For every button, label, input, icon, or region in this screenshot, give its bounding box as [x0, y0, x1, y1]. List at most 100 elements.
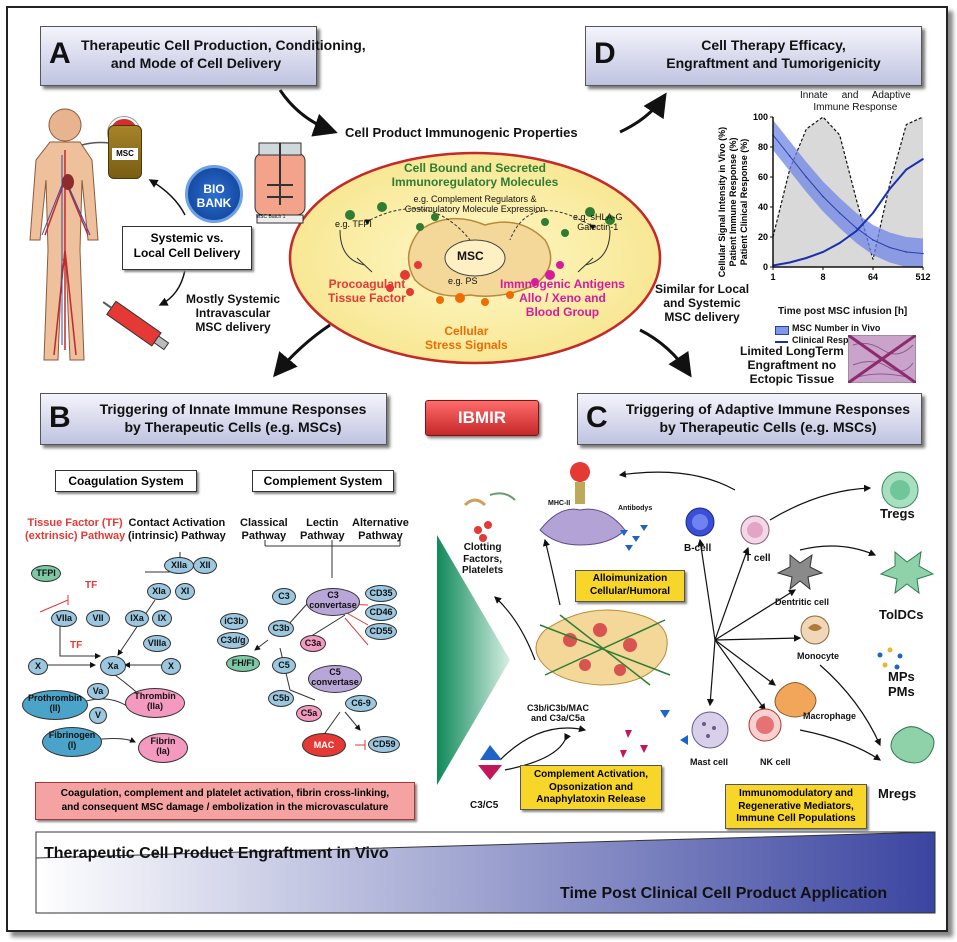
y-tick-label-80: 80: [758, 142, 768, 152]
tregs-label: Tregs: [880, 506, 915, 521]
ibmir-label: IBMIR: [425, 400, 539, 436]
tfpi-example: e.g. TFPI: [335, 219, 372, 229]
node-viia: VIIa: [51, 610, 77, 627]
clinical-response-point: [855, 230, 858, 232]
node-prothrombin: Prothrombin (II): [22, 690, 88, 720]
clinical-response-point: [788, 261, 791, 264]
panel-d-letter: D: [594, 37, 616, 70]
clinical-response-point: [905, 168, 908, 171]
systemic-delivery-text: Mostly Systemic Intravascular MSC delive…: [186, 292, 281, 334]
batch-label: MSC Batch 1: [256, 214, 286, 220]
panel-c-title: Triggering of Adaptive Immune Responses …: [625, 401, 911, 435]
y-tick-label-20: 20: [758, 232, 768, 242]
immune-response-area: [773, 117, 923, 267]
engraftment-text: Limited LongTerm Engraftment no Ectopic …: [740, 344, 844, 386]
stress-signals-label: Cellular Stress Signals: [425, 324, 508, 352]
immunomodulatory-box: Immunomodulatory and Regenerative Mediat…: [725, 784, 867, 829]
similar-delivery-text: Similar for Local and Systemic MSC deliv…: [655, 282, 750, 324]
node-mac: MAC: [302, 733, 346, 757]
clinical-response-line: [772, 158, 924, 267]
node-c3b: C3b: [268, 620, 294, 637]
procoagulant-label: Procoagulant Tissue Factor: [328, 277, 406, 305]
panel-d-header: D Cell Therapy Efficacy, Engraftment and…: [585, 26, 922, 86]
msc-number-point: [905, 251, 908, 253]
node-c3a: C3a: [300, 635, 326, 652]
complement-header: Complement System: [252, 470, 394, 492]
panel-b-title: Triggering of Innate Immune Responses by…: [99, 401, 367, 435]
tf-arrow-label-2: TF: [70, 640, 83, 651]
clinical-response-point: [805, 257, 808, 259]
tissue-image: [848, 335, 916, 383]
clinical-response-point: [888, 188, 891, 190]
tf-pathway-label: Tissue Factor (TF) (extrinsic) Pathway: [25, 517, 126, 542]
msc-number-point: [855, 227, 858, 229]
adaptive-cells-illustration: [463, 462, 935, 780]
node-ic3b: iC3b: [220, 613, 248, 630]
node-xa: Xa: [100, 656, 126, 676]
time-post-application-label: Time Post Clinical Cell Product Applicat…: [560, 885, 888, 902]
c3c5-label: C3/C5: [470, 800, 499, 811]
node-fhfi: FH/FI: [226, 655, 260, 672]
node-x-left: X: [28, 658, 48, 675]
mhc-label: MHC-II: [548, 500, 571, 507]
node-v: V: [89, 707, 107, 724]
msc-number-point: [888, 246, 891, 249]
clinical-response-point: [872, 212, 874, 214]
y-tick-label-0: 0: [763, 262, 768, 272]
syringe-illustration: [102, 300, 170, 351]
legend-swatch-response: [775, 341, 788, 343]
y-axis-label-3: Patient Clinical Response (%): [739, 139, 749, 266]
node-xi: XI: [175, 583, 195, 600]
human-body-illustration: [29, 108, 121, 361]
bound-molecules-sub: e.g. Complement Regulators & Costimulato…: [404, 194, 546, 215]
node-c5a: C5a: [296, 705, 322, 722]
panel-c-header: C Triggering of Adaptive Immune Response…: [577, 393, 922, 445]
bcell-label: B-cell: [684, 543, 712, 554]
x-tick-label-1: 1: [770, 272, 775, 282]
node-cd55: CD55: [365, 623, 397, 640]
msc-bag-label: MSC: [112, 148, 138, 160]
mregs-label: Mregs: [878, 786, 917, 801]
msc-number-point: [822, 195, 824, 198]
node-c6-9: C6-9: [345, 695, 377, 712]
delivery-mode-box: Systemic vs. Local Cell Delivery: [122, 226, 252, 270]
panel-c-letter: C: [586, 401, 608, 434]
clotting-factors-label: Clotting Factors, Platelets: [462, 542, 504, 576]
antigens-label: Immnogenic Antigens Allo / Xeno and Bloo…: [500, 277, 625, 319]
bound-molecules-title: Cell Bound and Secreted Immunoregulatory…: [391, 161, 559, 189]
legend-msc-number: MSC Number in Vivo: [792, 323, 881, 333]
classical-pathway-label: Classical Pathway: [240, 517, 288, 542]
y-tick-label-40: 40: [758, 202, 768, 212]
tcell-label: T cell: [745, 553, 771, 564]
antibodys-label: Antibodys: [618, 505, 653, 512]
arrow-center-to-c: [639, 328, 692, 378]
chart-xlabel: Time post MSC infusion [h]: [778, 306, 908, 317]
y-axis-label-2: Patient Immune Response (%): [728, 137, 738, 266]
y-tick-label-100: 100: [753, 112, 768, 122]
msc-cell-illustration: [339, 202, 615, 306]
alternative-pathway-label: Alternative Pathway: [352, 517, 409, 542]
green-triangle: [437, 535, 510, 785]
lectin-pathway-label: Lectin Pathway: [300, 517, 345, 542]
node-fibrinogen: Fibrinogen (I): [42, 727, 102, 757]
c3b-products-label: C3b/iC3b/MAC and C3a/C5a: [527, 703, 590, 724]
msc-number-point: [922, 252, 924, 255]
node-vii: VII: [86, 610, 110, 627]
node-c3dg: C3d/g: [217, 632, 249, 649]
node-xii: XII: [193, 557, 217, 574]
arrow-a-to-center: [278, 89, 338, 137]
msc-label: MSC: [457, 249, 484, 263]
node-thrombin: Thrombin (IIa): [125, 688, 185, 718]
product-title: Cell Product Immunogenic Properties: [345, 125, 578, 140]
node-cd46: CD46: [365, 604, 397, 621]
x-tick-label-8: 8: [820, 272, 825, 282]
node-fibrin: Fibrin (Ia): [138, 733, 188, 763]
clinical-response-point: [822, 251, 824, 253]
node-c5-convertase: C5 convertase: [308, 665, 362, 693]
msc-bag: MSC: [108, 125, 142, 179]
immune-response-line: [772, 116, 924, 260]
msc-number-point: [788, 155, 791, 157]
engraftment-in-vivo-label: Therapeutic Cell Product Engraftment in …: [44, 845, 389, 862]
